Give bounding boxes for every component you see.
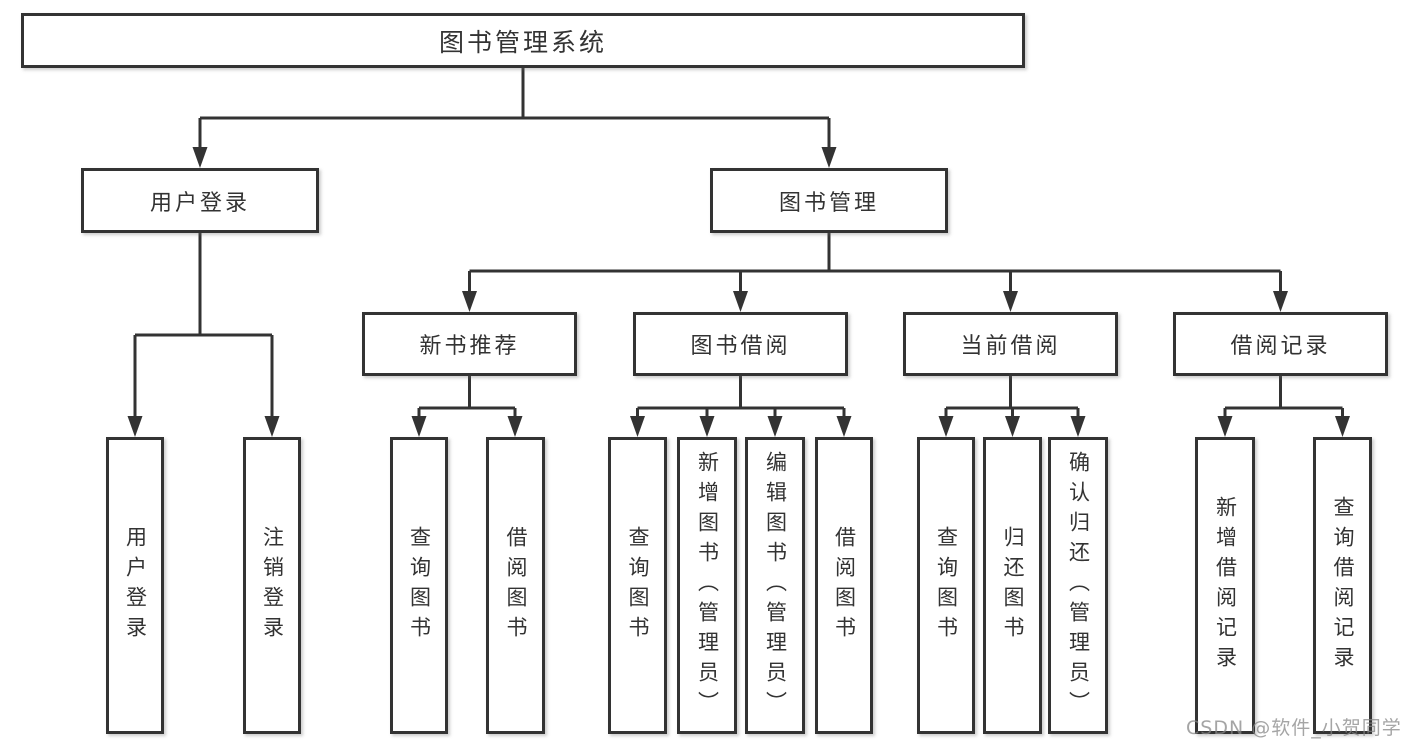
node-label: 用户登录 <box>123 525 148 646</box>
node-label: 查询借阅记录 <box>1331 495 1355 676</box>
node-label: 查询图书 <box>934 525 959 646</box>
node-library-system: 图书管理系统 <box>21 13 1025 68</box>
node-current-borrowing: 当前借阅 <box>903 312 1118 376</box>
leaf-edit-books-admin: 编辑图书（管理员） <box>745 437 805 734</box>
node-label: 图书管理 <box>778 190 879 216</box>
leaf-borrow-books-borrowing: 借阅图书 <box>815 437 873 734</box>
node-label: 查询图书 <box>407 525 432 646</box>
node-label: 新增图书（管理员） <box>695 450 720 721</box>
node-label: 用户登录 <box>149 190 250 216</box>
node-user-login: 用户登录 <box>81 168 319 233</box>
leaf-logout: 注销登录 <box>243 437 301 734</box>
node-label: 编辑图书（管理员） <box>763 450 788 721</box>
leaf-query-borrow-record: 查询借阅记录 <box>1313 437 1372 734</box>
leaf-query-books-recommend: 查询图书 <box>390 437 448 734</box>
leaf-user-login: 用户登录 <box>106 437 164 734</box>
node-new-book-recommend: 新书推荐 <box>362 312 577 376</box>
connector-paths <box>133 68 1344 418</box>
node-label: 图书借阅 <box>690 334 791 359</box>
node-label: 借阅图书 <box>832 525 857 646</box>
node-label: 新书推荐 <box>419 334 520 359</box>
node-label: 确认归还（管理员） <box>1066 450 1091 721</box>
leaf-borrow-books-recommend: 借阅图书 <box>486 437 545 734</box>
node-book-management: 图书管理 <box>710 168 948 233</box>
csdn-watermark: CSDN @软件_小贺同学 <box>1186 717 1402 739</box>
node-label: 图书管理系统 <box>438 27 607 57</box>
leaf-query-books-current: 查询图书 <box>917 437 975 734</box>
node-book-borrowing: 图书借阅 <box>633 312 848 376</box>
leaf-query-books-borrowing: 查询图书 <box>608 437 667 734</box>
node-label: 借阅图书 <box>504 525 528 646</box>
leaf-add-books-admin: 新增图书（管理员） <box>677 437 737 734</box>
node-borrowing-records: 借阅记录 <box>1173 312 1388 376</box>
node-label: 注销登录 <box>260 525 285 646</box>
leaf-confirm-return-admin: 确认归还（管理员） <box>1048 437 1108 734</box>
arrowheads <box>127 147 1350 437</box>
node-label: 归还图书 <box>1001 525 1025 646</box>
leaf-return-books: 归还图书 <box>983 437 1042 734</box>
node-label: 查询图书 <box>626 525 650 646</box>
node-label: 新增借阅记录 <box>1213 495 1238 676</box>
node-label: 借阅记录 <box>1230 334 1331 359</box>
leaf-add-borrow-record: 新增借阅记录 <box>1195 437 1255 734</box>
node-label: 当前借阅 <box>960 334 1061 359</box>
